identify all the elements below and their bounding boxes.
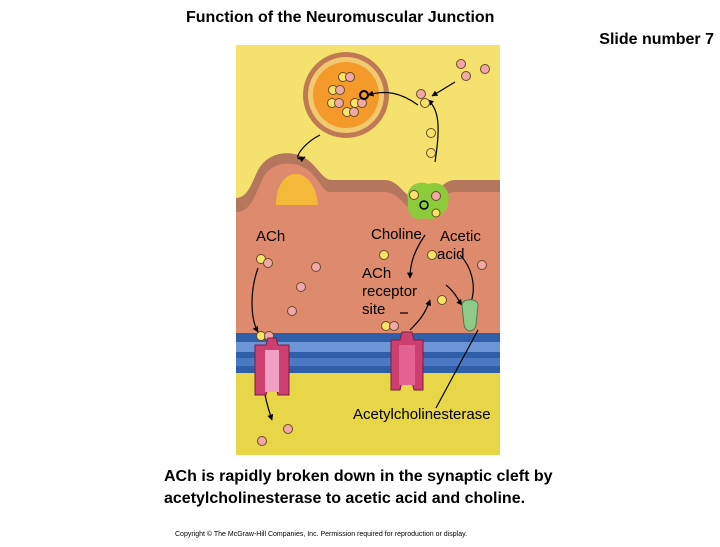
postsynaptic-acetylcholinesterase xyxy=(461,299,479,332)
label-ach: ACh xyxy=(256,228,286,245)
label-acetic-acid-line1: Acetic xyxy=(440,228,481,245)
label-ach-receptor-line2: receptor xyxy=(362,283,418,300)
label-choline: Choline xyxy=(371,226,422,243)
label-acetic-acid-line2: acid xyxy=(437,246,465,263)
label-ach-receptor-line3: site xyxy=(362,301,386,318)
copyright-notice: Copyright © The McGraw-Hill Companies, I… xyxy=(175,531,468,538)
slide-number: Slide number 7 xyxy=(599,31,714,48)
ach-receptor-center xyxy=(390,331,424,391)
recycled-molecules xyxy=(416,59,490,158)
caption: ACh is rapidly broken down in the synapt… xyxy=(164,466,684,510)
vesicle-ach-molecules xyxy=(327,72,367,117)
slide-title: Function of the Neuromuscular Junction xyxy=(186,9,495,26)
caption-line2: acetylcholinesterase to acetic acid and … xyxy=(164,490,526,507)
synaptic-vesicle xyxy=(313,62,379,128)
label-acetylcholinesterase: Acetylcholinesterase xyxy=(353,406,491,423)
caption-line1: ACh is rapidly broken down in the synapt… xyxy=(164,468,553,485)
fused-vesicle xyxy=(276,174,318,205)
acetylcholinesterase-enzyme xyxy=(407,182,449,220)
label-ach-receptor-line1: ACh xyxy=(362,265,392,282)
ach-receptor-left xyxy=(254,337,290,396)
